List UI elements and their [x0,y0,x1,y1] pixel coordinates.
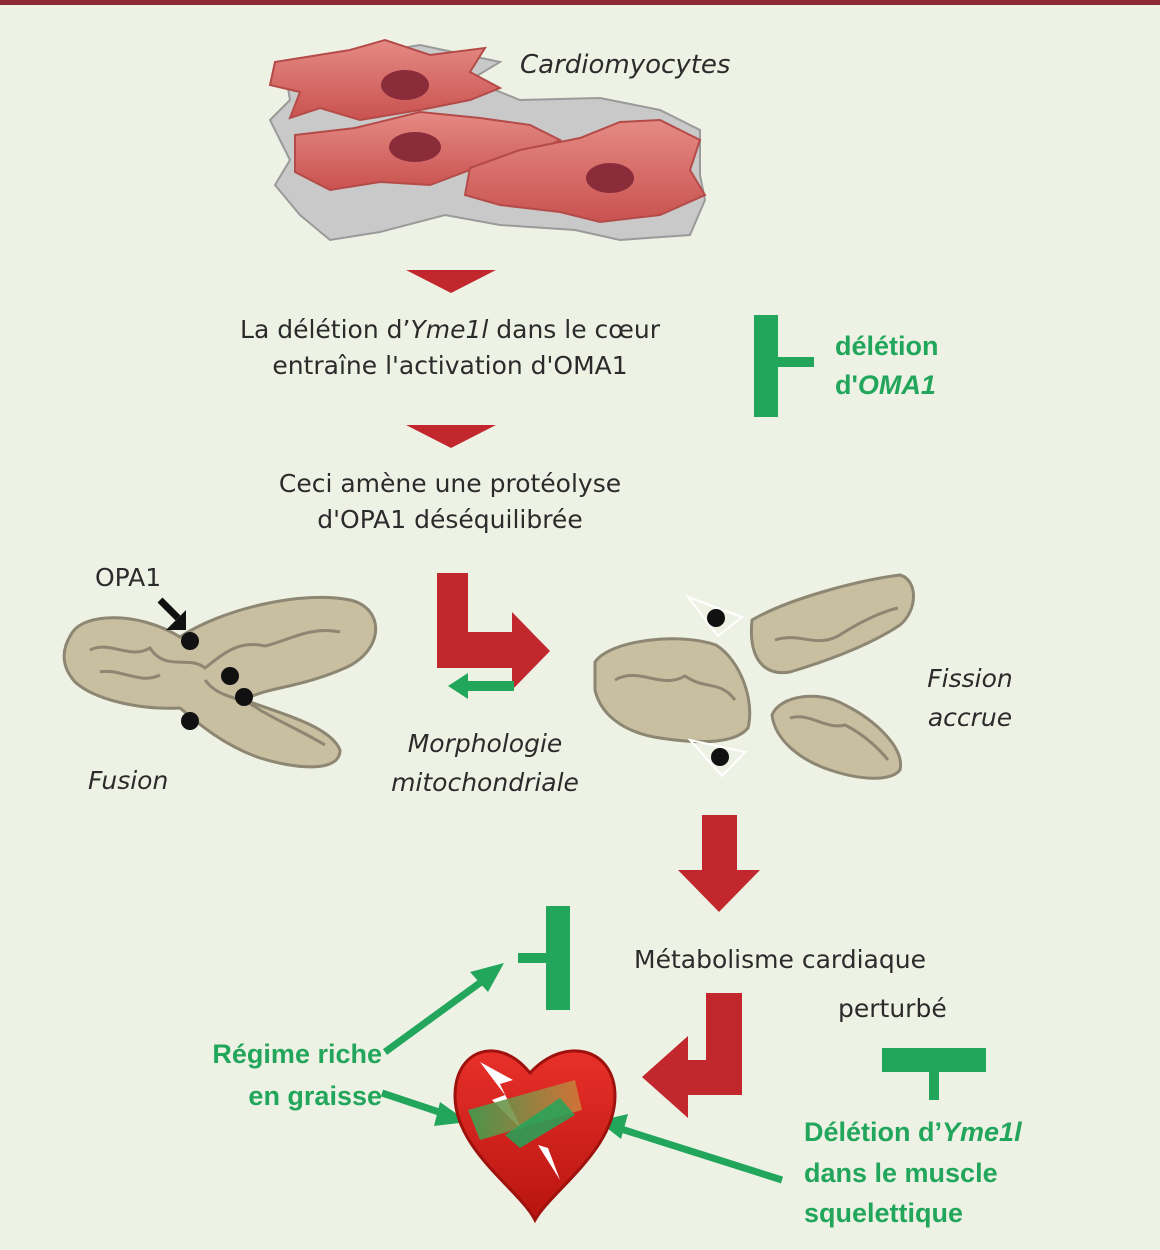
label-step1-part1: La délétion d’ [240,315,411,344]
label-morphology-line1: Morphologie [407,729,563,758]
fission-protein-icons [685,594,747,778]
label-oma1-deletion-line1: délétion [835,331,939,361]
label-oma1-deletion-prefix: d' [835,370,858,401]
label-step1-line2: entraîne l'activation d'OMA1 [272,351,628,381]
metabolism-inhibition-icon [518,906,570,1010]
diet-to-inhibition-arrow [382,963,504,1055]
label-step2: Ceci amène une protéolyse d'OPA1 déséqui… [230,466,670,539]
label-step1-part2: dans le cœur [488,315,660,344]
label-muscle-deletion: Délétion d’Yme1l dans le muscle squelett… [804,1112,1022,1234]
label-oma1-deletion: délétion d'OMA1 [835,327,939,405]
red-arrow-3 [678,815,760,912]
opa1-pointer-arrow [157,597,186,630]
label-cardiomyocytes: Cardiomyocytes [520,50,731,80]
label-diet: Régime riche en graisse [170,1034,382,1118]
muscle-inhibition-icon [882,1048,986,1100]
top-border [0,0,1160,5]
muscle-to-heart-arrow [598,1114,784,1184]
cardiomyocytes-illustration [268,38,707,242]
label-fission-line2: accrue [927,702,1013,732]
label-step2-line2: d'OPA1 déséquilibrée [317,505,583,535]
red-arrow-2 [406,425,496,448]
cell-right [463,118,707,224]
label-diet-line1: Régime riche [212,1039,382,1069]
fragmented-mitochondria [593,573,915,780]
label-diet-line2: en graisse [248,1080,382,1111]
label-oma1-deletion-gene: OMA1 [857,370,936,401]
label-metabolism-line2: perturbé [838,994,947,1023]
label-muscle-line3: squelettique [804,1198,964,1228]
label-fission: Fission accrue [915,660,1025,738]
fused-mitochondrion [62,595,378,769]
label-step1: La délétion d’Yme1l dans le cœur entraîn… [200,312,700,385]
label-opa1: OPA1 [95,563,162,592]
fission-to-fusion-arrow [448,673,514,699]
label-morphology-line2: mitochondriale [391,767,579,797]
label-step2-line1: Ceci amène une protéolyse [278,469,622,498]
red-arrow-1 [406,270,496,293]
nucleus-3 [586,163,634,193]
label-muscle-line1-prefix: Délétion d’ [804,1117,943,1147]
fusion-to-fission-arrow [437,573,550,690]
label-muscle-line1-gene: Yme1l [942,1117,1022,1147]
label-fusion: Fusion [88,766,169,795]
label-step1-gene: Yme1l [410,315,489,344]
nucleus-1 [381,70,429,100]
nucleus-2 [389,132,441,162]
label-metabolism-line1: Métabolisme cardiaque [634,945,926,974]
label-fission-line1: Fission [927,664,1013,693]
oma1-inhibition-icon [754,315,814,417]
label-muscle-line2: dans le muscle [804,1157,998,1188]
heart-icon [453,1049,617,1224]
metabolism-to-heart-arrow [642,993,742,1118]
label-morphology: Morphologie mitochondriale [370,725,600,803]
